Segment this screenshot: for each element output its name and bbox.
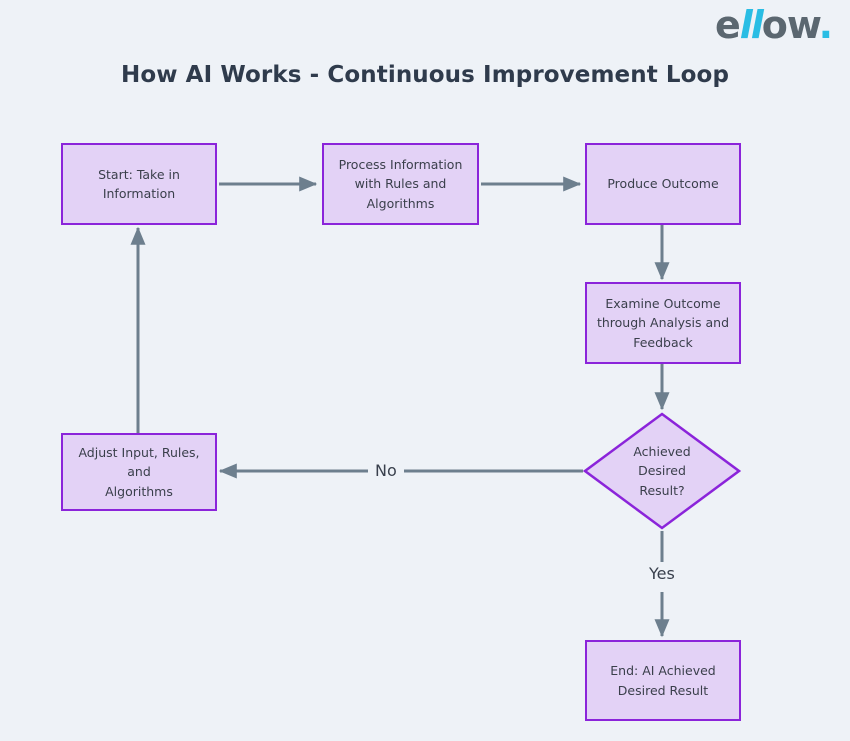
node-end-ai-achieved[interactable]: End: AI Achieved Desired Result xyxy=(585,640,741,721)
logo-dot: . xyxy=(818,3,833,47)
logo-letter-e: e xyxy=(714,3,741,47)
node-examine-outcome-label: Examine Outcome through Analysis and Fee… xyxy=(596,295,730,350)
node-start-label: Start: Take in Information xyxy=(98,166,180,201)
node-adjust-input[interactable]: Adjust Input, Rules, and Algorithms xyxy=(61,433,217,511)
logo-letters-ll: ll xyxy=(739,3,764,47)
node-process[interactable]: Process Information with Rules and Algor… xyxy=(322,143,479,225)
node-process-label: Process Information with Rules and Algor… xyxy=(338,156,463,211)
diamond-shape xyxy=(583,412,741,530)
edge-label-yes: Yes xyxy=(643,565,681,583)
edge-label-no: No xyxy=(369,462,403,480)
node-start[interactable]: Start: Take in Information xyxy=(61,143,217,225)
page-title: How AI Works - Continuous Improvement Lo… xyxy=(120,62,730,88)
node-produce-outcome-label: Produce Outcome xyxy=(607,176,719,192)
logo-letters-ow: ow xyxy=(761,3,820,47)
node-decision-label: Achieved Desired Result? xyxy=(633,443,691,498)
node-end-label: End: AI Achieved Desired Result xyxy=(610,663,716,698)
node-decision-achieved-desired-result[interactable]: Achieved Desired Result? xyxy=(583,412,741,530)
node-examine-outcome[interactable]: Examine Outcome through Analysis and Fee… xyxy=(585,282,741,364)
node-produce-outcome[interactable]: Produce Outcome xyxy=(585,143,741,225)
ellow-logo: ellow. xyxy=(714,3,833,47)
node-adjust-input-label: Adjust Input, Rules, and Algorithms xyxy=(78,444,200,499)
